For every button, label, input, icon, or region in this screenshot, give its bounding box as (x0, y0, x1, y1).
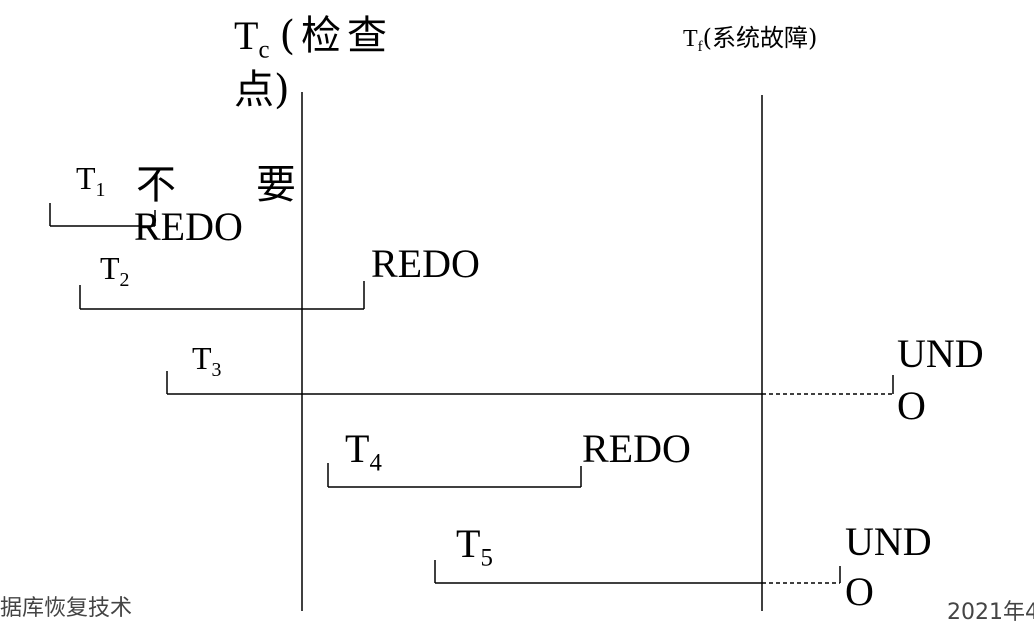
t3-note-line2: O (897, 383, 926, 428)
t4-label: T4 (345, 425, 382, 478)
checkpoint-subscript: c (258, 36, 270, 64)
failure-text: (系统故障) (702, 24, 818, 52)
t1-symbol: T (76, 160, 96, 196)
t5-label: T5 (456, 520, 493, 573)
t5-subscript: 5 (480, 544, 493, 572)
t1-note-line1: 不 要 (136, 162, 296, 208)
footer-left: 数据库恢复技术 (0, 596, 133, 621)
failure-subscript: f (697, 39, 703, 56)
t1-subscript: 1 (95, 178, 106, 201)
t3-label: T3 (192, 340, 221, 382)
t3-symbol: T (192, 340, 212, 376)
t2-symbol: T (100, 250, 120, 286)
t1-label: T1 (76, 160, 105, 202)
checkpoint-text-line2: 点) (234, 67, 290, 113)
checkpoint-label: Tc (检查 (234, 14, 393, 73)
recovery-diagram-page: { "checkpoint": { "symbol": "T", "subscr… (0, 13, 1034, 625)
t4-symbol: T (345, 426, 370, 471)
failure-symbol: T (683, 26, 698, 52)
t5-symbol: T (456, 521, 481, 566)
timeline-lines (49, 92, 894, 611)
t5-note-line1: UND (845, 519, 932, 564)
t5-note-line2: O (845, 569, 874, 614)
t4-note: REDO (582, 426, 691, 471)
t1-note-line2: REDO (134, 204, 243, 249)
checkpoint-symbol: T (234, 13, 259, 58)
t2-label: T2 (100, 250, 129, 292)
t4-subscript: 4 (369, 449, 382, 477)
footer-right: 2021年4 (947, 600, 1034, 625)
checkpoint-text-line1: (检查 (279, 13, 394, 59)
t3-note-line1: UND (897, 331, 984, 376)
failure-label: Tf(系统故障) (683, 18, 817, 56)
t3-subscript: 3 (211, 358, 222, 381)
t2-note: REDO (371, 241, 480, 286)
t2-subscript: 2 (119, 268, 130, 291)
